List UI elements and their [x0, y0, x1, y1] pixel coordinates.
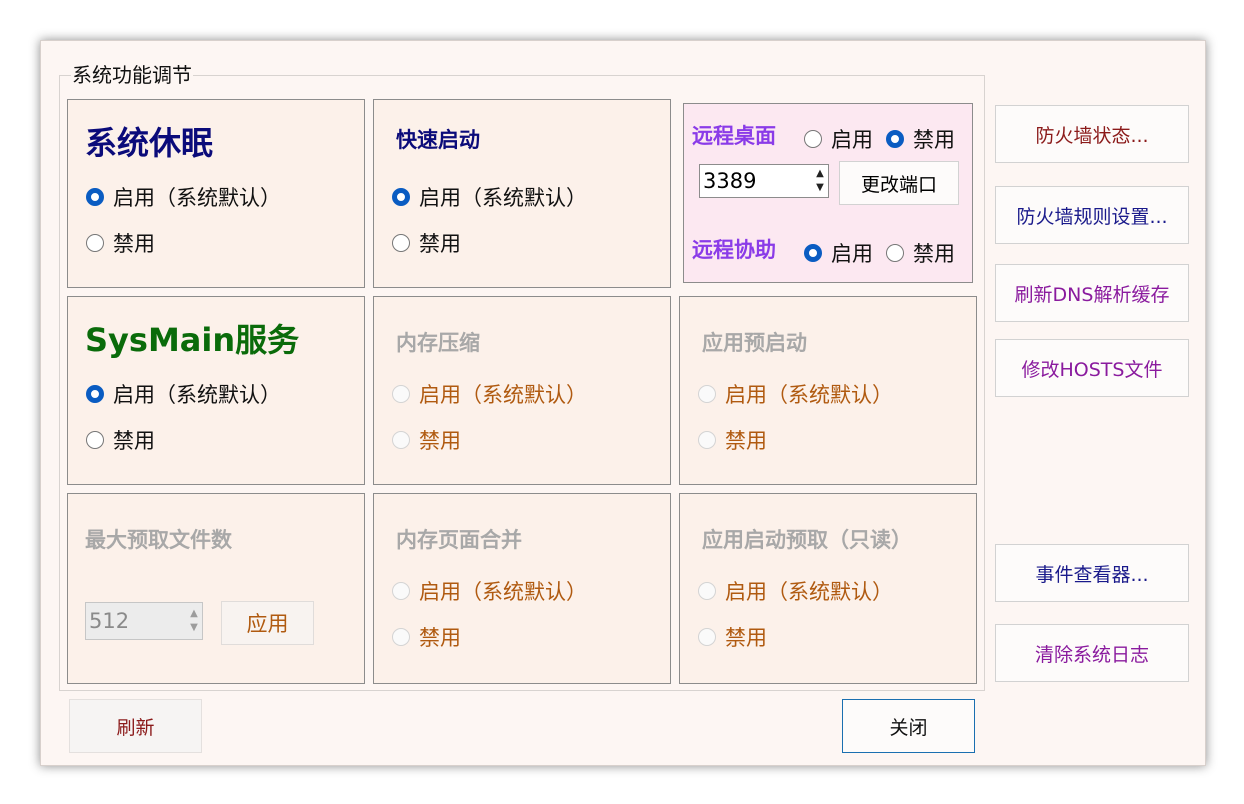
launchprefetch-enable-radio[interactable]: 启用（系统默认）	[698, 576, 893, 606]
firewall-rules-button[interactable]: 防火墙规则设置...	[995, 186, 1189, 244]
appprelaunch-disable-radio[interactable]: 禁用	[698, 425, 767, 455]
firewall-status-button[interactable]: 防火墙状态...	[995, 105, 1189, 163]
system-function-group	[59, 75, 985, 691]
sleep-panel: 系统休眠 启用（系统默认） 禁用	[67, 99, 365, 288]
flush-dns-button[interactable]: 刷新DNS解析缓存	[995, 264, 1189, 322]
radio-unchecked-icon	[86, 431, 104, 449]
radio-unchecked-icon	[392, 582, 410, 600]
radio-unchecked-icon	[392, 385, 410, 403]
close-button[interactable]: 关闭	[842, 699, 975, 753]
refresh-button[interactable]: 刷新	[69, 699, 202, 753]
sleep-enable-radio[interactable]: 启用（系统默认）	[86, 182, 281, 212]
radio-checked-icon	[86, 385, 104, 403]
system-settings-window: 系统功能调节 系统休眠 启用（系统默认） 禁用 快速启动 启用（系统默认） 禁用…	[40, 40, 1206, 766]
prefetch-count-input[interactable]: 512 ▲▼	[85, 602, 203, 640]
spin-arrows-icon[interactable]: ▲▼	[816, 168, 824, 193]
remote-desktop-title: 远程桌面	[692, 124, 776, 148]
prefetch-panel: 最大预取文件数 512 ▲▼ 应用	[67, 493, 365, 684]
memcompress-title: 内存压缩	[396, 331, 480, 355]
sysmain-panel: SysMain服务 启用（系统默认） 禁用	[67, 296, 365, 485]
appprelaunch-title: 应用预启动	[702, 331, 807, 355]
radio-unchecked-icon	[698, 582, 716, 600]
launchprefetch-disable-radio[interactable]: 禁用	[698, 622, 767, 652]
radio-unchecked-icon	[392, 628, 410, 646]
radio-unchecked-icon	[804, 130, 822, 148]
remote-desktop-enable-radio[interactable]: 启用	[804, 124, 873, 154]
radio-checked-icon	[804, 244, 822, 262]
change-port-button[interactable]: 更改端口	[839, 161, 959, 205]
sleep-disable-radio[interactable]: 禁用	[86, 228, 155, 258]
memcompress-enable-radio[interactable]: 启用（系统默认）	[392, 379, 587, 409]
fastboot-disable-radio[interactable]: 禁用	[392, 228, 461, 258]
pagecombine-title: 内存页面合并	[396, 528, 522, 552]
remote-desktop-disable-radio[interactable]: 禁用	[886, 124, 955, 154]
appprelaunch-enable-radio[interactable]: 启用（系统默认）	[698, 379, 893, 409]
prefetch-apply-button[interactable]: 应用	[221, 601, 314, 645]
pagecombine-disable-radio[interactable]: 禁用	[392, 622, 461, 652]
radio-unchecked-icon	[698, 431, 716, 449]
radio-checked-icon	[86, 188, 104, 206]
radio-unchecked-icon	[698, 628, 716, 646]
pagecombine-panel: 内存页面合并 启用（系统默认） 禁用	[373, 493, 671, 684]
radio-unchecked-icon	[86, 234, 104, 252]
prefetch-title: 最大预取文件数	[85, 528, 232, 552]
radio-unchecked-icon	[698, 385, 716, 403]
edit-hosts-button[interactable]: 修改HOSTS文件	[995, 339, 1189, 397]
sleep-title: 系统休眠	[85, 124, 214, 162]
appprelaunch-panel: 应用预启动 启用（系统默认） 禁用	[679, 296, 977, 485]
memcompress-disable-radio[interactable]: 禁用	[392, 425, 461, 455]
event-viewer-button[interactable]: 事件查看器...	[995, 544, 1189, 602]
fastboot-title: 快速启动	[396, 128, 480, 152]
radio-unchecked-icon	[886, 244, 904, 262]
radio-unchecked-icon	[392, 431, 410, 449]
radio-checked-icon	[886, 130, 904, 148]
launchprefetch-panel: 应用启动预取（只读） 启用（系统默认） 禁用	[679, 493, 977, 684]
remote-assist-disable-radio[interactable]: 禁用	[886, 238, 955, 268]
sysmain-enable-radio[interactable]: 启用（系统默认）	[86, 379, 281, 409]
remote-assist-title: 远程协助	[692, 238, 776, 262]
group-title: 系统功能调节	[71, 61, 193, 89]
fastboot-panel: 快速启动 启用（系统默认） 禁用	[373, 99, 671, 288]
radio-unchecked-icon	[392, 234, 410, 252]
pagecombine-enable-radio[interactable]: 启用（系统默认）	[392, 576, 587, 606]
spin-arrows-icon[interactable]: ▲▼	[190, 608, 198, 633]
remote-port-input[interactable]: 3389 ▲▼	[699, 164, 829, 198]
sysmain-title: SysMain服务	[85, 321, 300, 359]
memcompress-panel: 内存压缩 启用（系统默认） 禁用	[373, 296, 671, 485]
clear-logs-button[interactable]: 清除系统日志	[995, 624, 1189, 682]
radio-checked-icon	[392, 188, 410, 206]
launchprefetch-title: 应用启动预取（只读）	[702, 528, 912, 552]
remote-assist-enable-radio[interactable]: 启用	[804, 238, 873, 268]
sysmain-disable-radio[interactable]: 禁用	[86, 425, 155, 455]
remote-panel: 远程桌面 启用 禁用 3389 ▲▼ 更改端口 远程协助 启用 禁用	[683, 103, 973, 283]
fastboot-enable-radio[interactable]: 启用（系统默认）	[392, 182, 587, 212]
